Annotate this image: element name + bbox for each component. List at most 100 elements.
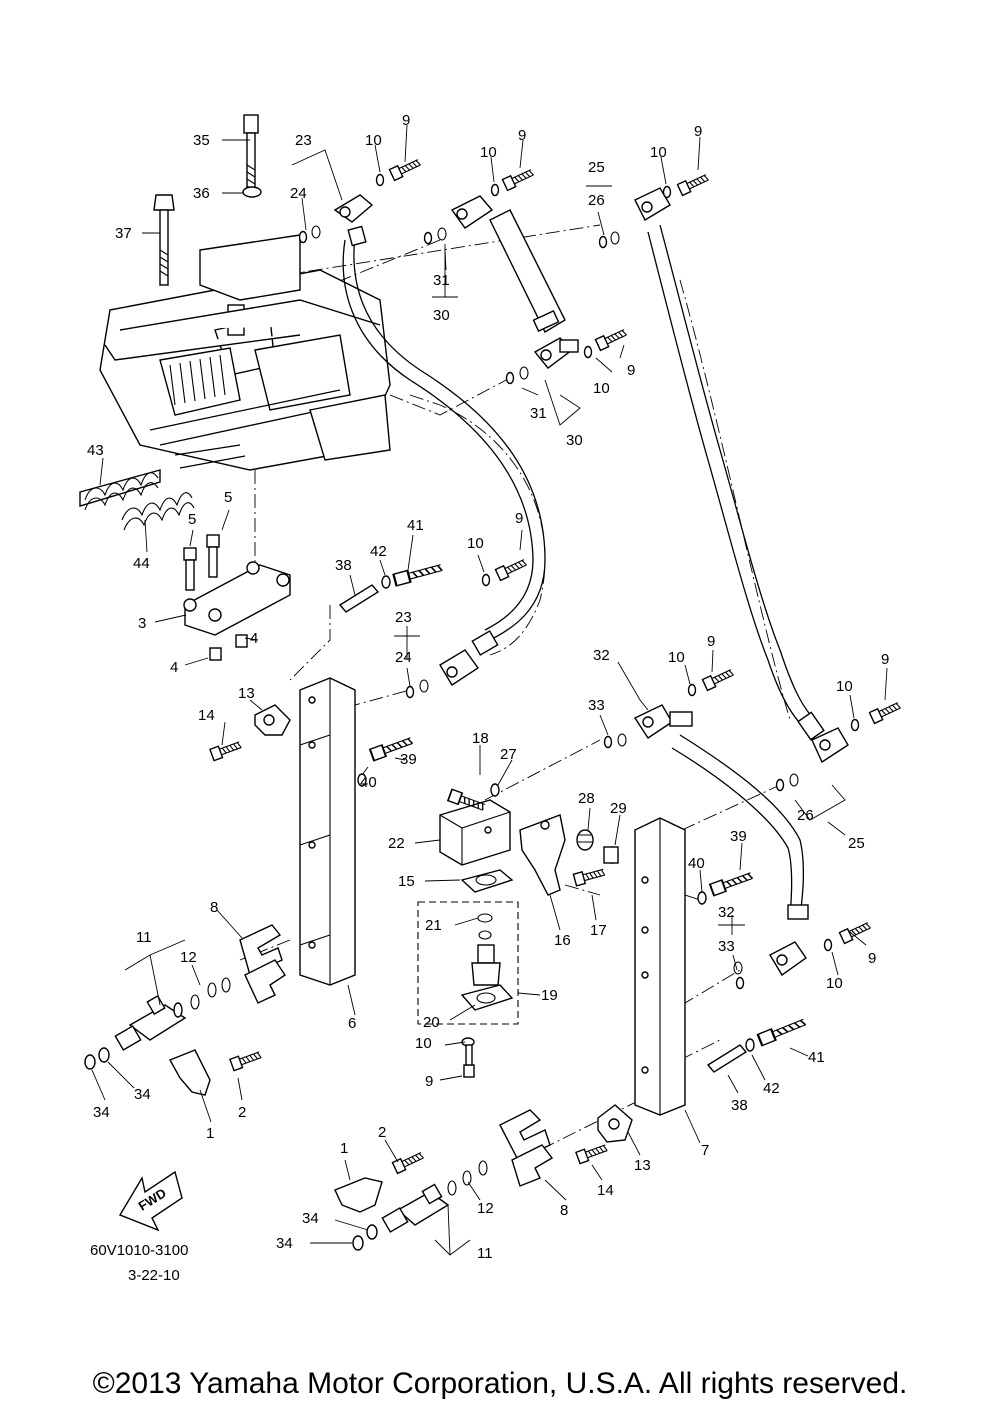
callout: 38 <box>335 557 352 574</box>
bracket-3 <box>183 561 291 636</box>
bolt-14-lower <box>575 1141 609 1165</box>
callout: 30 <box>433 307 450 324</box>
collar-38-upper <box>338 584 380 613</box>
callout: 33 <box>588 697 605 714</box>
callout: 29 <box>610 800 627 817</box>
washer-42-lower <box>745 1038 755 1052</box>
callout: 34 <box>302 1210 319 1227</box>
callout: 2 <box>378 1124 386 1141</box>
bolt-9-g <box>868 699 903 725</box>
collar-29 <box>603 846 619 864</box>
callout-labels: 35 23 10 9 36 24 10 9 25 26 10 9 37 31 3… <box>87 112 889 1262</box>
callout: 23 <box>395 609 412 626</box>
drawing-date: 3-22-10 <box>128 1267 180 1284</box>
washer-27 <box>490 783 500 797</box>
grommet-28 <box>576 829 594 851</box>
collar-4-b <box>235 634 248 648</box>
collar-38-lower <box>706 1044 748 1073</box>
callout: 8 <box>560 1202 568 1219</box>
callout: 14 <box>597 1182 614 1199</box>
hose-fitting-32-upper <box>633 704 693 739</box>
cover-13-lower <box>597 1104 633 1143</box>
washer-40-lower <box>697 891 707 905</box>
callout: 32 <box>718 904 735 921</box>
callout: 2 <box>238 1104 246 1121</box>
fuel-hose-top <box>489 209 566 333</box>
callout: 40 <box>360 774 377 791</box>
callout: 17 <box>590 922 607 939</box>
injector-holder-8-upper <box>239 924 286 1004</box>
leader-lines <box>91 124 888 1256</box>
oring-21-b <box>478 930 492 940</box>
copyright-footer: ©2013 Yamaha Motor Corporation, U.S.A. A… <box>0 1345 1000 1423</box>
gasket-20 <box>460 984 514 1011</box>
callout: 34 <box>134 1086 151 1103</box>
callout: 12 <box>477 1200 494 1217</box>
bolt-9-d <box>594 326 629 352</box>
callout: 10 <box>467 535 484 552</box>
callout: 31 <box>433 272 450 289</box>
seal-12-lower-b <box>462 1170 472 1186</box>
callout: 42 <box>370 543 387 560</box>
washer-10-g <box>850 718 860 732</box>
callout: 5 <box>188 511 196 528</box>
bolt-9-e <box>494 556 529 582</box>
callout: 6 <box>348 1015 356 1032</box>
callout: 1 <box>340 1140 348 1157</box>
callout: 42 <box>763 1080 780 1097</box>
hose-fitting-32-lower <box>769 941 807 977</box>
callout: 4 <box>170 659 178 676</box>
hose-protector-44 <box>121 492 195 531</box>
callout: 34 <box>276 1235 293 1252</box>
fuel-hose-right <box>647 224 816 729</box>
callout: 16 <box>554 932 571 949</box>
callout: 9 <box>868 950 876 967</box>
hose-fitting-23-mid <box>439 630 499 686</box>
bolt-9-c <box>676 171 711 197</box>
fuel-hose-left <box>342 234 546 641</box>
callout: 26 <box>588 192 605 209</box>
bolt-9-a <box>388 156 423 182</box>
oring-12-left <box>190 994 200 1010</box>
washer-42-upper <box>381 575 391 589</box>
callout: 39 <box>400 751 417 768</box>
hose-fitting-23-top <box>333 194 374 247</box>
callout: 37 <box>115 225 132 242</box>
clamp-1-left <box>169 1049 211 1096</box>
callout: 38 <box>731 1097 748 1114</box>
callout: 7 <box>701 1142 709 1159</box>
callout: 11 <box>136 929 152 946</box>
hose-protector-43 <box>79 469 161 511</box>
bolt-2-left <box>229 1048 263 1072</box>
callout: 1 <box>206 1125 214 1142</box>
clamp-1-lower <box>334 1177 383 1213</box>
callout: 10 <box>668 649 685 666</box>
fwd-arrow: FWD <box>118 1170 183 1232</box>
washer-10-d <box>583 345 593 359</box>
washer-10-c <box>662 185 672 199</box>
fuel-rail-6 <box>299 677 356 986</box>
throttle-body-assembly <box>99 234 391 471</box>
washer-10-h <box>823 938 833 952</box>
callout: 9 <box>881 651 889 668</box>
callout: 27 <box>500 746 517 763</box>
callout: 41 <box>808 1049 825 1066</box>
washer-10-f <box>687 683 697 697</box>
gasket-15 <box>460 869 514 893</box>
hose-fitting-25-top <box>634 187 671 221</box>
washer-10-e <box>481 573 491 587</box>
seal-12-lower-a <box>447 1180 457 1196</box>
callout: 44 <box>133 555 150 572</box>
callout: 13 <box>634 1157 651 1174</box>
callout: 10 <box>480 144 497 161</box>
callout: 12 <box>180 949 197 966</box>
washer-36 <box>242 186 262 198</box>
seal-12-left-b <box>207 982 217 998</box>
callout: 9 <box>518 127 526 144</box>
callout: 13 <box>238 685 255 702</box>
bolt-9-b <box>501 166 536 192</box>
callout: 24 <box>290 185 307 202</box>
washer-10-a <box>375 173 385 187</box>
seal-12-left-c <box>221 977 231 993</box>
washer-40-upper <box>357 773 367 787</box>
